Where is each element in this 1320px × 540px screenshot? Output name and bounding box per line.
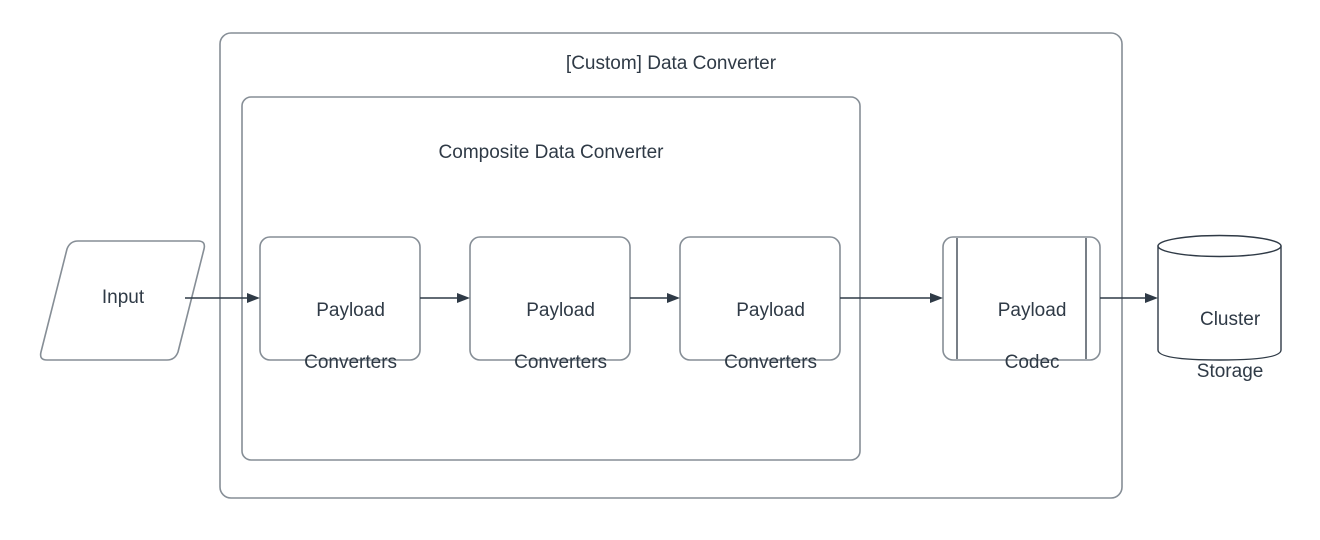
container-composite-data-converter[interactable] xyxy=(241,96,861,461)
node-input[interactable] xyxy=(39,240,206,361)
node-payload-converters-3[interactable] xyxy=(679,236,841,361)
node-payload-converters-2[interactable] xyxy=(469,236,631,361)
node-payload-codec[interactable] xyxy=(942,236,1101,361)
node-cluster-storage[interactable] xyxy=(1157,234,1282,361)
node-payload-converters-1[interactable] xyxy=(259,236,421,361)
edge-payload-converters-1-to-2[interactable] xyxy=(420,293,470,303)
edge-input-to-payload-converters-1[interactable] xyxy=(185,293,260,303)
edge-codec-to-cluster-storage[interactable] xyxy=(1100,293,1158,303)
container-custom-data-converter[interactable] xyxy=(219,32,1123,499)
edge-payload-converters-2-to-3[interactable] xyxy=(630,293,680,303)
edge-payload-converters-3-to-codec[interactable] xyxy=(840,293,943,303)
